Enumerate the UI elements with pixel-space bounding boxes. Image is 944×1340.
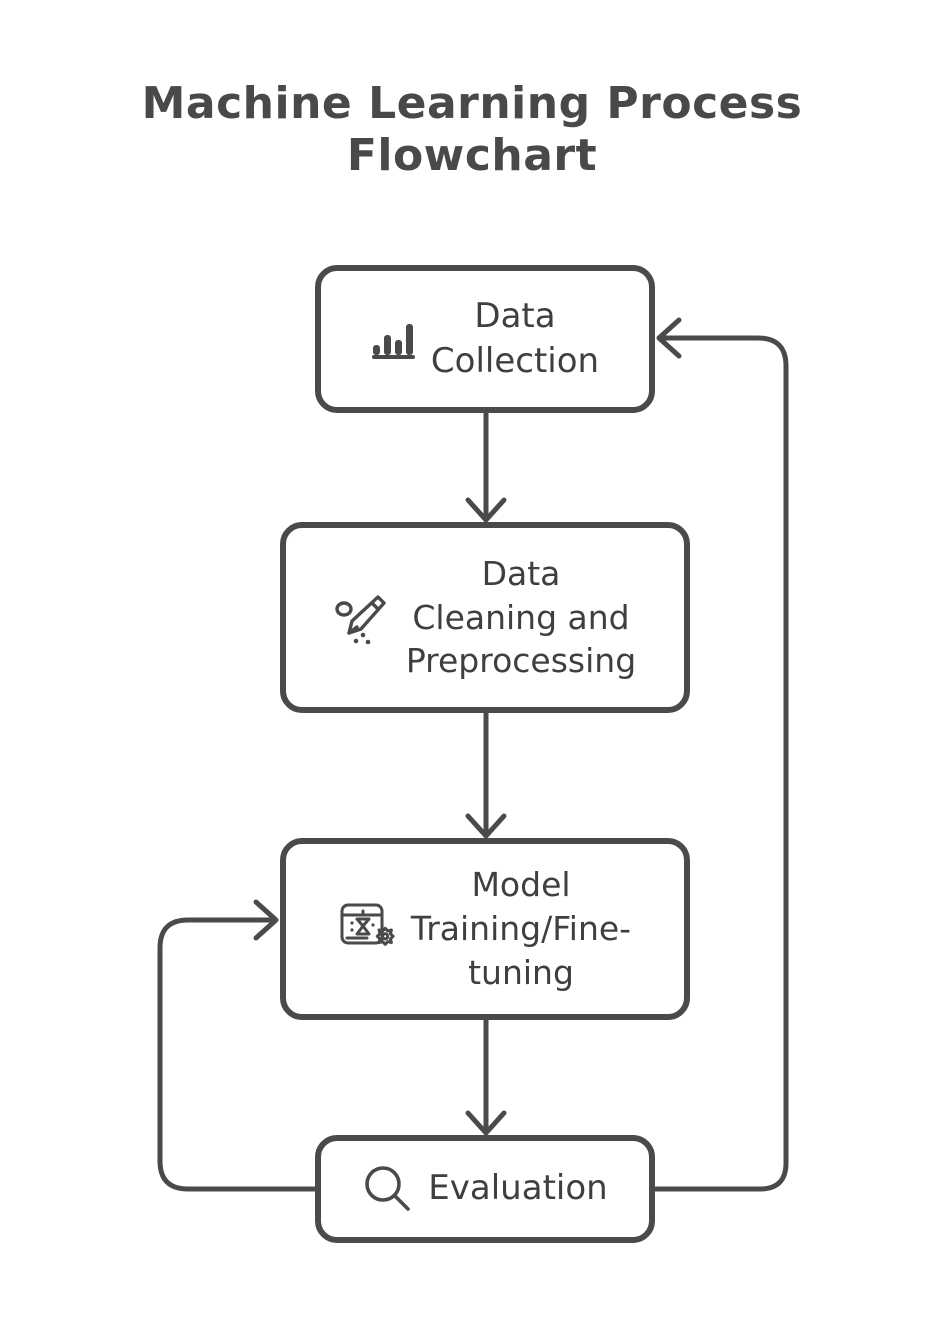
magnifier-icon — [362, 1163, 414, 1215]
edge-cleaning-to-training — [465, 710, 507, 839]
node-data-cleaning[interactable]: Data Cleaning and Preprocessing — [280, 522, 690, 713]
node-label-data-cleaning: Data Cleaning and Preprocessing — [405, 553, 637, 681]
node-model-training[interactable]: Model Training/Fine- tuning — [280, 838, 690, 1020]
node-label-evaluation: Evaluation — [428, 1168, 608, 1209]
node-evaluation[interactable]: Evaluation — [315, 1135, 655, 1243]
arrowhead-icon — [465, 813, 507, 839]
bar-chart-icon — [371, 318, 417, 360]
arrowhead-icon — [253, 899, 279, 941]
arrowhead-icon — [656, 317, 682, 359]
node-data-collection[interactable]: Data Collection — [315, 265, 655, 413]
edge-collection-to-cleaning — [465, 410, 507, 523]
model-training-icon — [339, 901, 397, 957]
arrowhead-icon — [465, 1110, 507, 1136]
node-label-model-training: Model Training/Fine- tuning — [410, 865, 632, 992]
page-title: Machine Learning Process Flowchart — [141, 78, 803, 181]
edge-evaluation-to-collection-feedback — [652, 317, 789, 1192]
edge-evaluation-to-training-feedback — [157, 899, 318, 1192]
edge-training-to-evaluation — [465, 1017, 507, 1136]
arrowhead-icon — [465, 497, 507, 523]
broom-icon — [334, 589, 392, 647]
node-label-data-collection: Data Collection — [430, 295, 600, 381]
